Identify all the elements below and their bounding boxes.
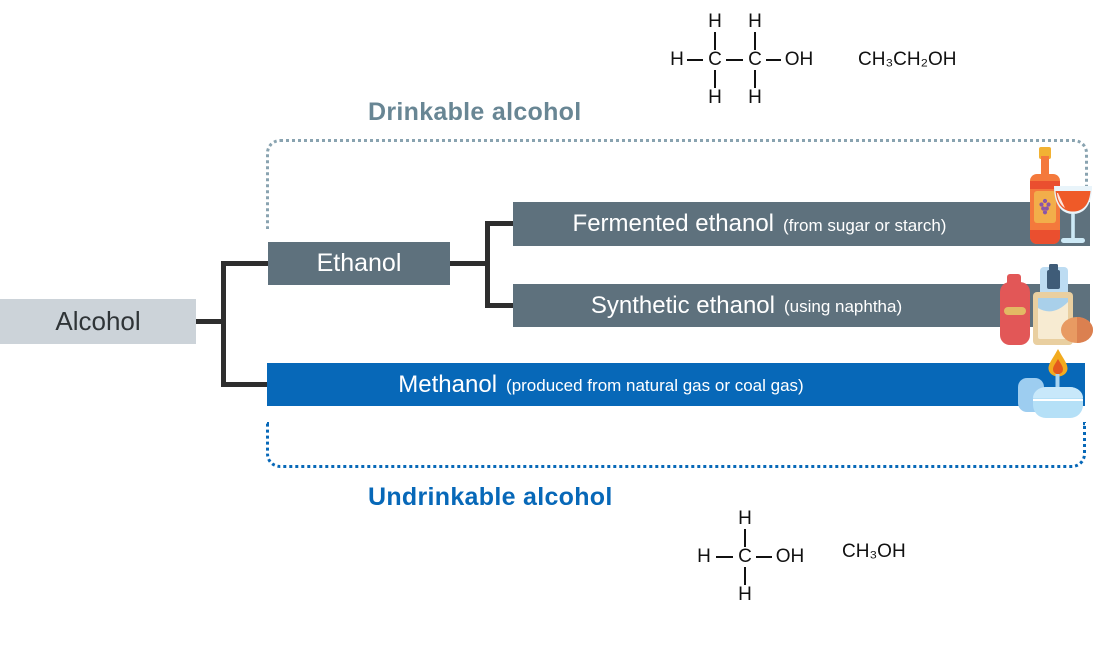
- synthetic-ethanol-node: Synthetic ethanol (using naphtha): [513, 284, 1090, 327]
- undrinkable-section-label: Undrinkable alcohol: [368, 483, 613, 511]
- bond: [687, 59, 703, 61]
- atom-h: H: [738, 508, 752, 529]
- undrinkable-section-border: [266, 422, 1086, 468]
- bond: [754, 70, 756, 88]
- connector-ethanol-vertical: [485, 221, 490, 308]
- atom-c: C: [748, 49, 762, 70]
- ethanol-node: Ethanol: [268, 242, 450, 285]
- fermented-ethanol-node: Fermented ethanol (from sugar or starch): [513, 202, 1090, 246]
- fermented-ethanol-note: (from sugar or starch): [783, 215, 947, 235]
- ethanol-structural-formula: H H H C C OH H H: [663, 8, 843, 112]
- atom-oh: OH: [784, 49, 814, 70]
- atom-c: C: [738, 546, 752, 567]
- methanol-node: Methanol (produced from natural gas or c…: [267, 363, 1085, 406]
- atom-h: H: [738, 584, 752, 605]
- bond: [714, 70, 716, 88]
- methanol-note: (produced from natural gas or coal gas): [506, 376, 804, 395]
- bond: [744, 567, 746, 585]
- connector-to-fermented: [485, 221, 513, 226]
- bond: [714, 32, 716, 50]
- cosmetics-bottles-icon: [998, 264, 1094, 361]
- ethanol-node-label: Ethanol: [316, 249, 402, 277]
- connector-to-ethanol: [221, 261, 268, 266]
- atom-h: H: [697, 546, 711, 567]
- connector-to-methanol: [221, 382, 268, 387]
- drinkable-section-label: Drinkable alcohol: [368, 98, 582, 126]
- methanol-label: Methanol: [398, 370, 498, 398]
- connector-root-vertical: [221, 261, 226, 387]
- atom-h: H: [670, 49, 684, 70]
- alcohol-node: Alcohol: [0, 299, 196, 344]
- synthetic-ethanol-note: (using naphtha): [783, 297, 903, 316]
- connector-to-synthetic: [485, 303, 513, 308]
- methanol-molecular-formula: CH₃OH: [842, 541, 906, 562]
- methanol-structural-formula: H H C OH H: [690, 505, 820, 609]
- atom-h: H: [708, 87, 722, 108]
- bond: [744, 529, 746, 547]
- bond: [754, 32, 756, 50]
- bond: [726, 59, 743, 61]
- connector-ethanol-horizontal: [450, 261, 490, 266]
- bond: [756, 556, 772, 558]
- bond: [766, 59, 781, 61]
- bond: [716, 556, 733, 558]
- drinkable-section-border: [266, 139, 1088, 229]
- synthetic-ethanol-label: Synthetic ethanol: [590, 291, 775, 319]
- ethanol-molecular-formula: CH₃CH₂OH: [858, 49, 957, 70]
- wine-bottle-and-glass-icon: [1028, 146, 1094, 251]
- fuel-canister-flame-icon: [1010, 346, 1090, 429]
- atom-h: H: [748, 87, 762, 108]
- atom-oh: OH: [775, 546, 805, 567]
- fermented-ethanol-label: Fermented ethanol: [572, 210, 775, 237]
- atom-c: C: [708, 49, 722, 70]
- connector-root-horizontal: [196, 319, 226, 324]
- atom-h: H: [708, 11, 722, 32]
- atom-h: H: [748, 11, 762, 32]
- alcohol-node-label: Alcohol: [55, 306, 141, 336]
